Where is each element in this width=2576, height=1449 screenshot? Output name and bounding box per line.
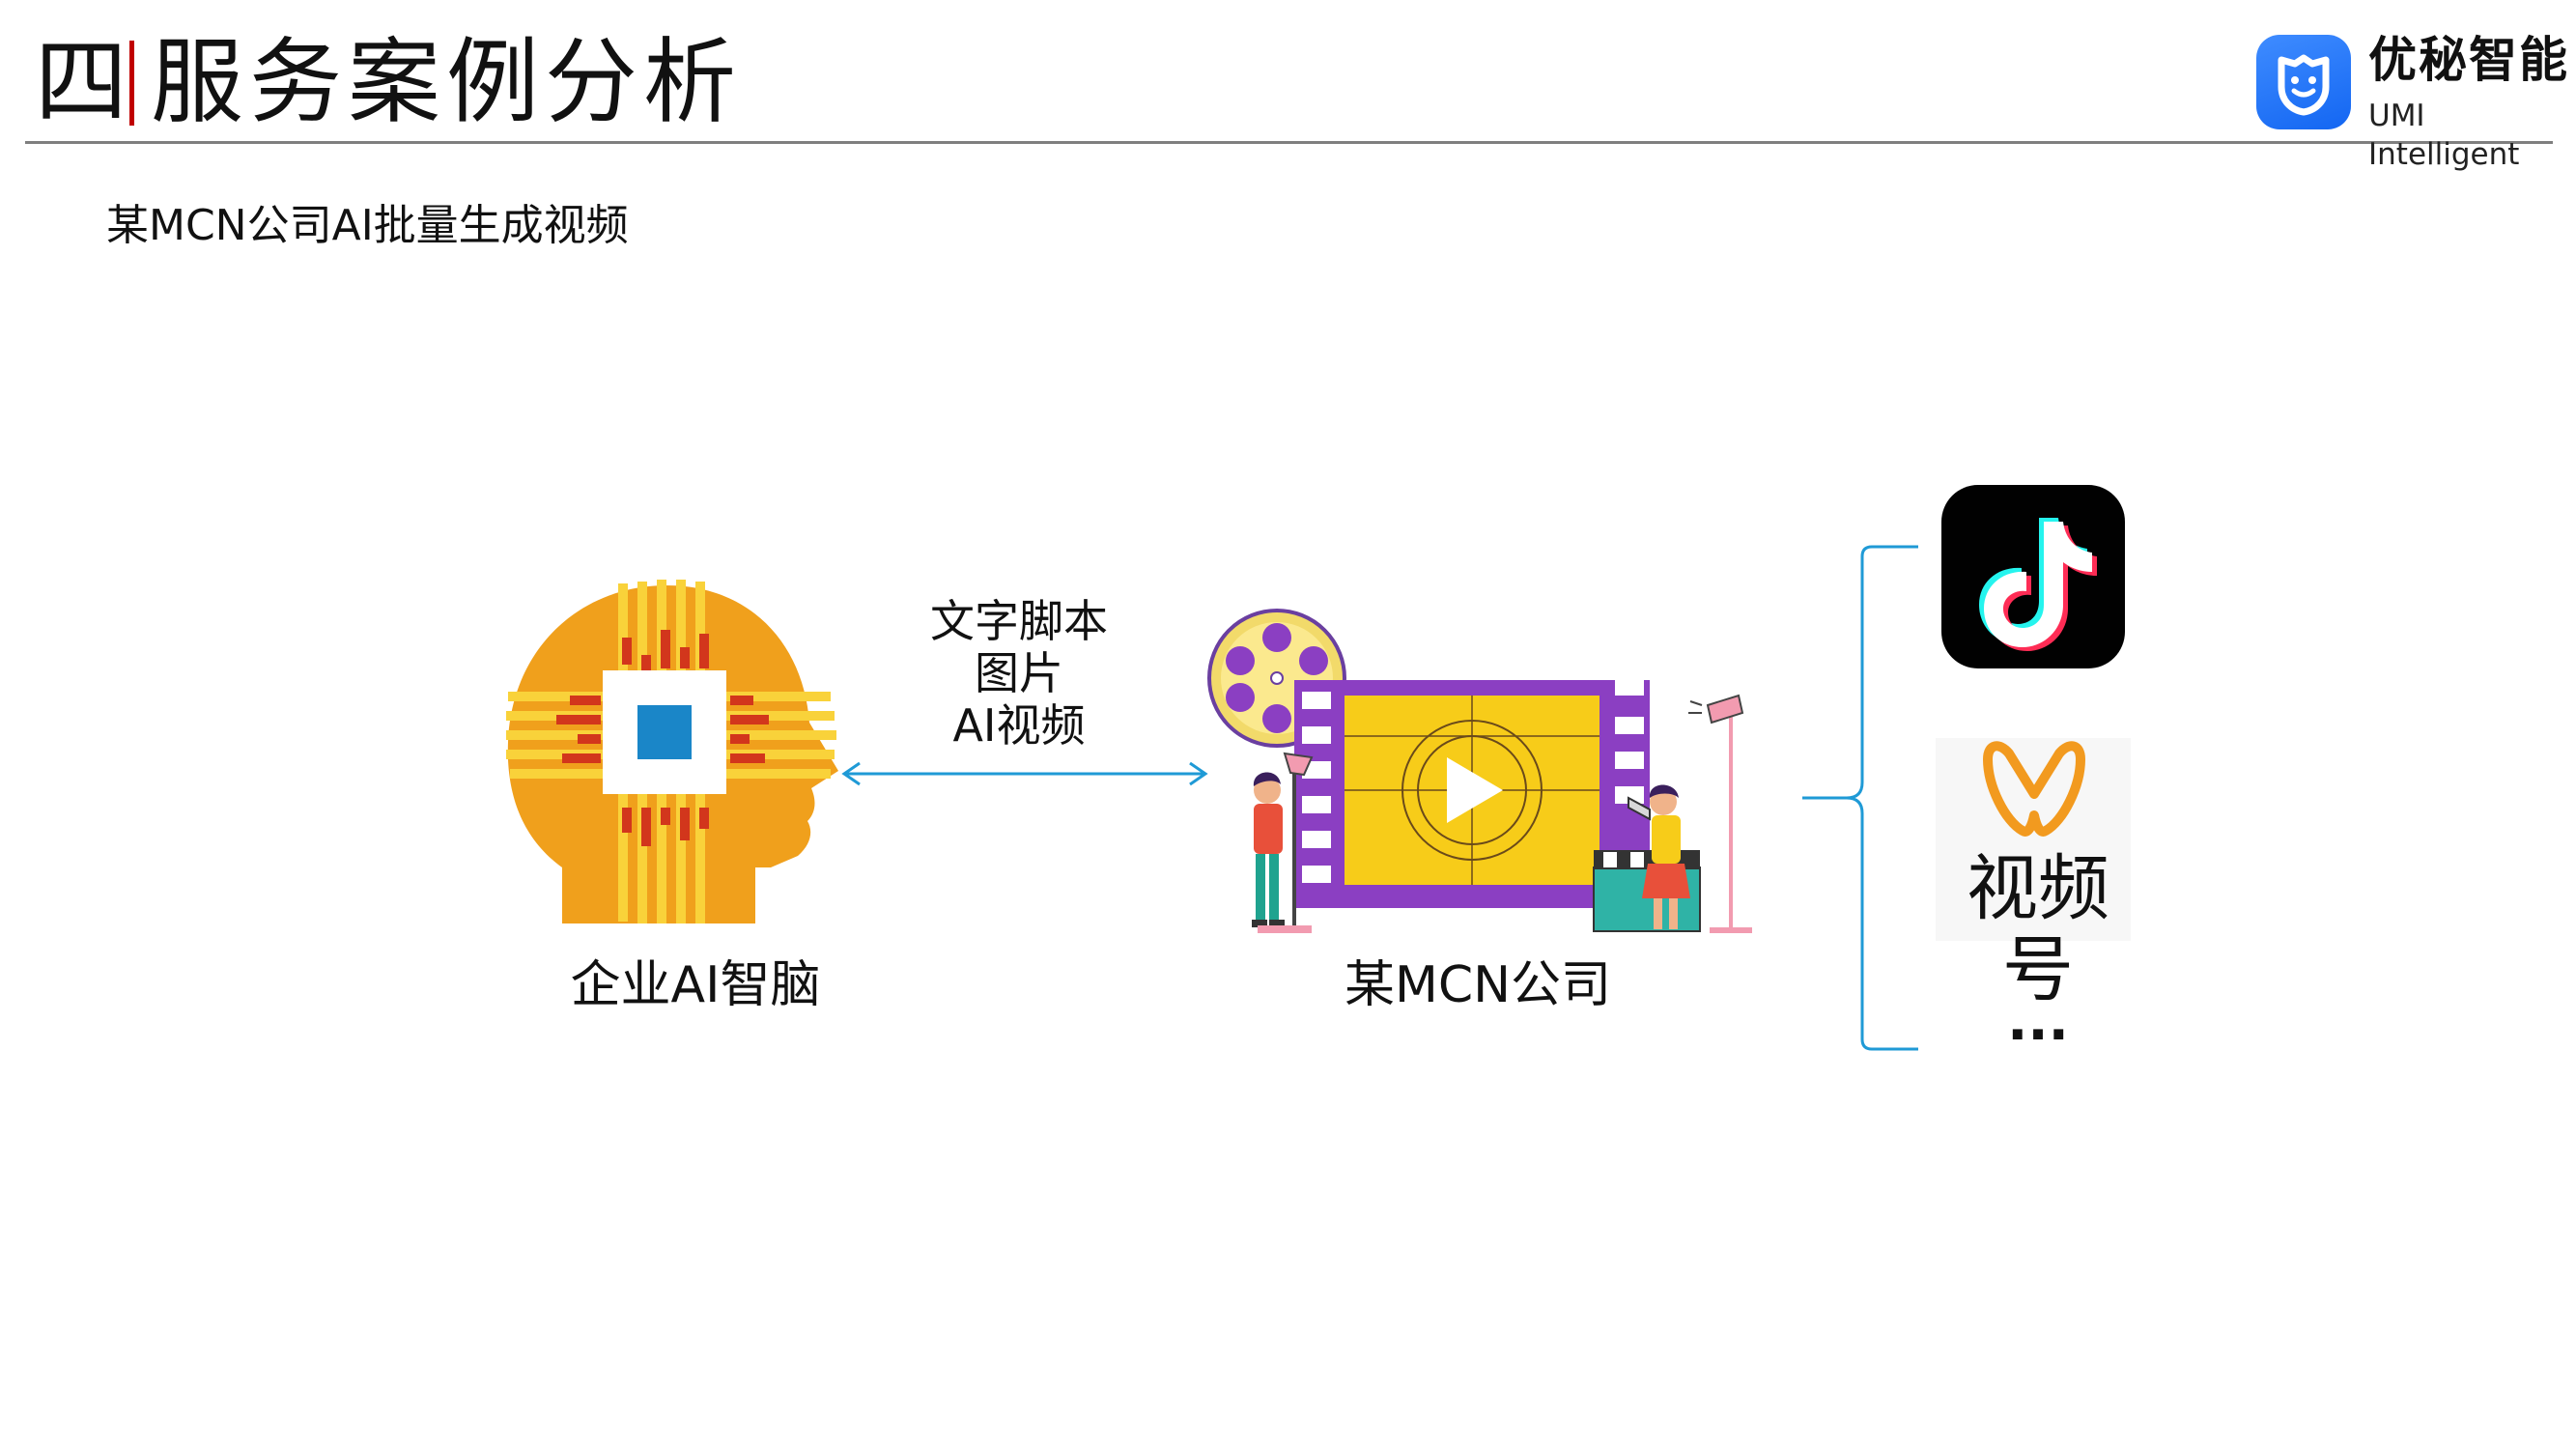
exchange-label-script: 文字脚本	[930, 595, 1108, 647]
exchange-label-video: AI视频	[952, 699, 1086, 752]
tiktok-icon	[1941, 485, 2125, 668]
case-subtitle: 某MCN公司AI批量生成视频	[106, 201, 629, 250]
wechat-channels-icon	[1974, 738, 2094, 844]
page-title: 服务案例分析	[151, 28, 742, 136]
more-channels-ellipsis: ...	[2007, 990, 2069, 1053]
ai-head-chip-icon	[502, 578, 840, 925]
exchange-labels: 文字脚本 图片 AI视频	[869, 595, 1169, 752]
header-rule	[25, 141, 2553, 144]
wechat-channels-label: 视频号	[1967, 847, 2109, 1011]
logo-name-en: UMI Intelligent	[2368, 99, 2520, 172]
section-number: 四	[35, 28, 127, 136]
wechat-channels-card	[1936, 738, 2131, 941]
ai-brain-label: 企业AI智脑	[570, 956, 821, 1014]
brace-connector	[1798, 541, 1924, 1055]
film-production-illustration	[1207, 609, 1768, 937]
mcn-company-label: 某MCN公司	[1344, 956, 1612, 1014]
title-divider	[129, 41, 134, 126]
umi-shield-logo-icon	[2256, 35, 2351, 129]
exchange-label-image: 图片	[975, 647, 1063, 699]
double-headed-arrow-icon	[838, 759, 1211, 788]
logo-name-cn: 优秘智能	[2368, 32, 2569, 88]
